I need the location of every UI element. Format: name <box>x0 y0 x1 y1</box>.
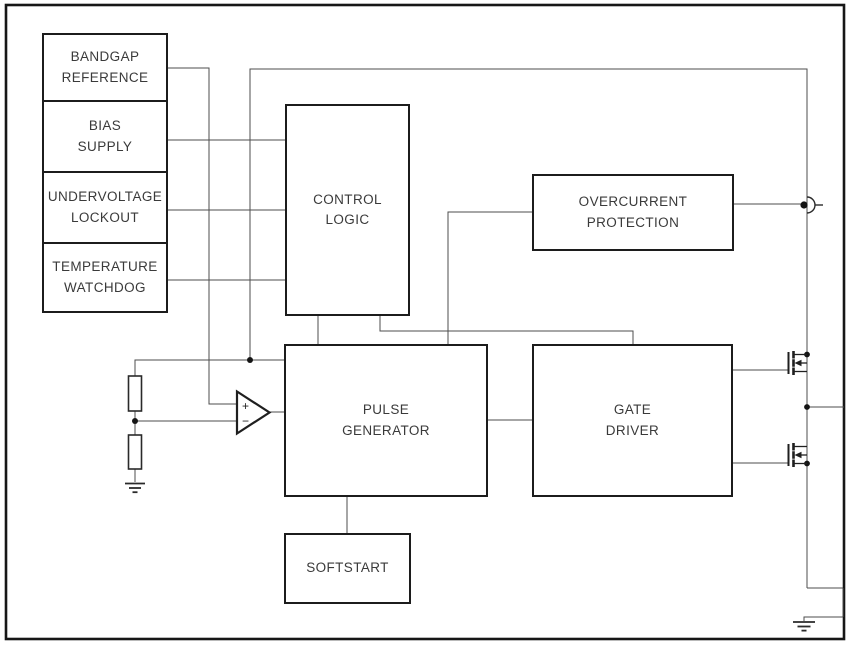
wire-pulse-to-ocp <box>447 211 532 344</box>
nmos-low-side-icon <box>787 443 807 467</box>
junction-dot <box>132 418 138 424</box>
block-label: SOFTSTART <box>306 560 389 576</box>
block-label: OVERCURRENT PROTECTION <box>578 194 688 230</box>
block-label: CONTROL LOGIC <box>313 191 382 227</box>
wire-top-rail <box>249 68 808 588</box>
opamp-plus-label: + <box>242 399 249 413</box>
block-gate-driver: GATE DRIVER <box>532 344 733 497</box>
resistor-divider <box>127 375 143 470</box>
block-label: BANDGAP REFERENCE <box>61 49 149 85</box>
block-label: GATE DRIVER <box>605 402 660 438</box>
pin-hook-icon <box>806 196 823 214</box>
resistor-top-icon <box>127 375 143 412</box>
ground-icon-divider <box>125 482 145 494</box>
wire-control-to-gate <box>379 316 634 344</box>
resistor-bottom-icon <box>127 434 143 470</box>
block-softstart: SOFTSTART <box>284 533 411 604</box>
block-label: PULSE GENERATOR <box>342 402 430 438</box>
block-overcurrent-protection: OVERCURRENT PROTECTION <box>532 174 734 251</box>
wire-bandgap-to-opamp <box>168 67 237 405</box>
wires <box>134 67 844 621</box>
nmos-high-side-icon <box>787 351 807 375</box>
ground-icon-output <box>793 621 815 632</box>
block-label: BIAS SUPPLY <box>77 118 133 154</box>
block-temperature-watchdog: TEMPERATURE WATCHDOG <box>42 242 168 313</box>
wire-divider-mid <box>134 411 237 435</box>
junction-dot <box>804 404 810 410</box>
opamp-minus-label: − <box>242 414 249 428</box>
block-label: TEMPERATURE WATCHDOG <box>52 259 158 295</box>
block-bandgap-reference: BANDGAP REFERENCE <box>42 33 168 102</box>
page-frame <box>4 3 846 641</box>
wire-source-to-frame <box>803 587 844 621</box>
block-label: UNDERVOLTAGE LOCKOUT <box>47 189 163 225</box>
junction-dot <box>247 357 253 363</box>
block-control-logic: CONTROL LOGIC <box>285 104 410 316</box>
block-undervoltage-lockout: UNDERVOLTAGE LOCKOUT <box>42 171 168 244</box>
block-bias-supply: BIAS SUPPLY <box>42 100 168 173</box>
junction-dot <box>800 201 808 209</box>
block-pulse-generator: PULSE GENERATOR <box>284 344 488 497</box>
wire-ref-to-pulse <box>134 359 284 376</box>
opamp-icon: + − <box>235 389 272 436</box>
